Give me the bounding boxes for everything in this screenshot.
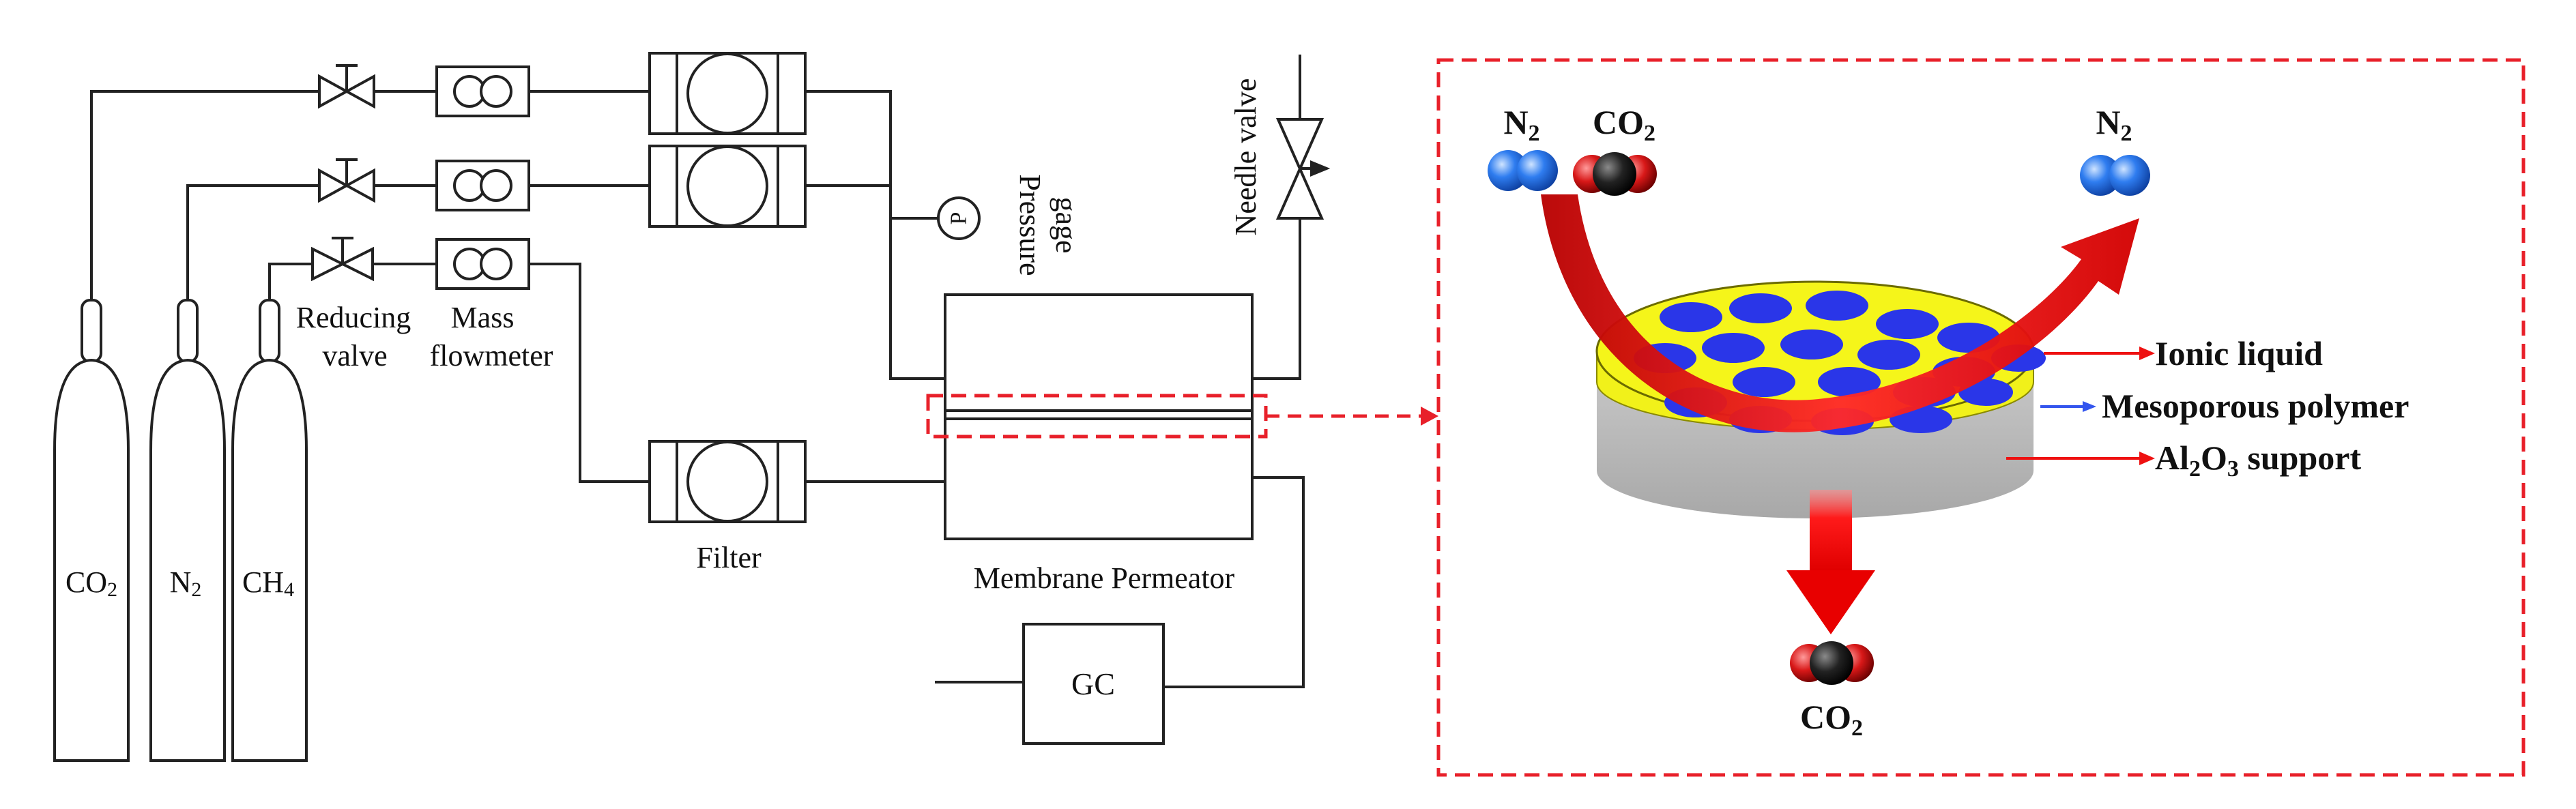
mass-flowmeter-label-1: Mass <box>451 301 515 334</box>
pipe-ch4-to-filter <box>529 263 650 483</box>
mass-flowmeter-label-2: flowmeter <box>430 339 553 372</box>
reducing-valves <box>311 64 375 282</box>
pipe-co2 <box>90 90 319 300</box>
flowmeter-co2-icon <box>435 65 530 117</box>
svg-text:P: P <box>946 212 972 225</box>
feed-co2-label: CO2 <box>1593 103 1655 146</box>
cylinder-co2-label: CO2 <box>66 565 117 601</box>
pipe-gc <box>1163 476 1305 688</box>
filter-icon <box>648 440 807 523</box>
gc-unit <box>1022 623 1165 745</box>
zoom-connector-arrowhead-icon <box>1421 407 1438 426</box>
ionic-liquid-label: Ionic liquid <box>2155 334 2323 372</box>
mass-flowmeters <box>435 65 530 290</box>
pressure-gage-label-2: gage <box>1050 196 1083 253</box>
pipe-ch4 <box>268 263 313 300</box>
membrane-permeator <box>944 293 1254 540</box>
retentate-n2-label: N2 <box>2096 103 2132 146</box>
flowmeter-n2-icon <box>435 160 530 211</box>
mixer-upper-icon <box>648 52 807 135</box>
needle-valve-label: Needle valve <box>1229 78 1262 236</box>
retentate-n2-molecule-icon <box>2080 155 2150 196</box>
filter-label: Filter <box>696 541 762 574</box>
reducing-valve-co2-icon <box>318 64 375 109</box>
membrane-permeator-label: Membrane Permeator <box>974 561 1235 595</box>
flowmeter-ch4-icon <box>435 238 530 290</box>
pressure-gage-icon: P <box>937 196 981 240</box>
cylinder-co2 <box>53 299 130 762</box>
layer-pointers <box>2006 347 2155 465</box>
permeate-co2-label: CO2 <box>1800 698 1863 741</box>
cylinder-n2-label: N2 <box>170 565 202 601</box>
support-label: Al2O3 support <box>2155 439 2361 482</box>
retentate-flow-arrow-icon <box>1541 194 2139 432</box>
feed-co2-molecule-icon <box>1573 152 1657 196</box>
mesoporous-polymer-label: Mesoporous polymer <box>2102 387 2409 425</box>
cylinder-n2 <box>149 299 226 762</box>
cylinder-ch4-label: CH4 <box>242 565 294 601</box>
pipe-merge-upper <box>805 90 945 380</box>
feed-n2-label: N2 <box>1503 103 1539 146</box>
reducing-valve-label-1: Reducing <box>296 301 411 334</box>
pressure-gage-label-1: Pressure <box>1013 174 1047 276</box>
pipe-n2 <box>186 184 319 300</box>
zoom-panel-border <box>1436 58 2526 777</box>
gc-label: GC <box>1071 666 1115 701</box>
feed-n2-molecule-icon <box>1488 150 1558 191</box>
reducing-valve-n2-icon <box>318 158 375 203</box>
needle-valve-icon <box>1275 118 1331 220</box>
reducing-valve-label-2: valve <box>322 339 387 372</box>
permeate-co2-molecule-icon <box>1790 641 1874 685</box>
mixer-lower-icon <box>648 145 807 228</box>
mixing-units <box>648 52 807 523</box>
cylinder-ch4 <box>231 299 308 762</box>
permeate-flow-arrow-icon <box>1786 490 1875 634</box>
gas-cylinders <box>53 299 308 762</box>
reducing-valve-ch4-icon <box>311 237 374 282</box>
